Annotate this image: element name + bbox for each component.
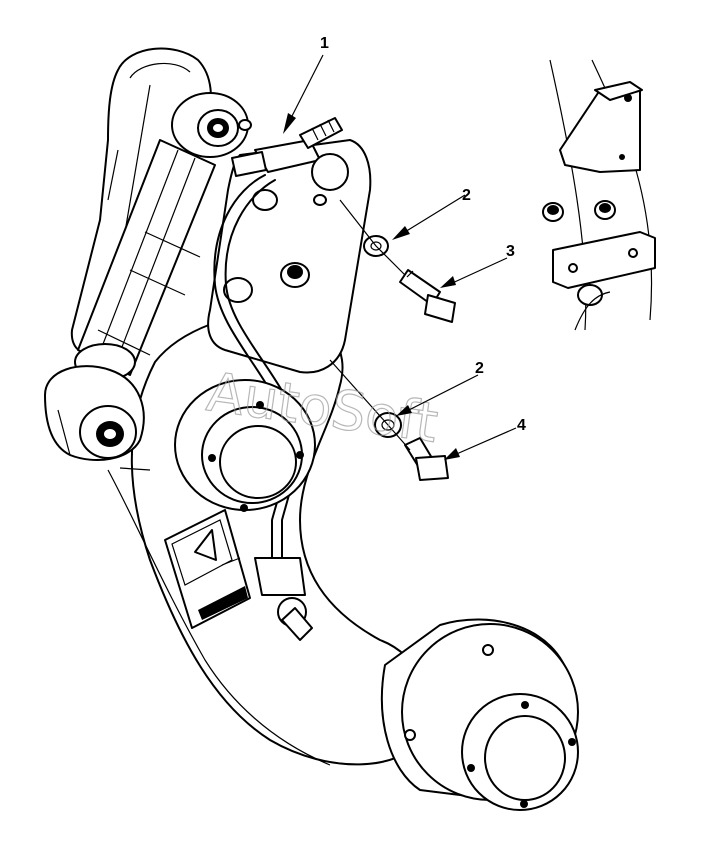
upper-pivot-eye	[171, 92, 252, 158]
callout-3: 3	[506, 243, 515, 260]
callout-2-lower: 2	[475, 360, 484, 377]
detail-inset	[542, 59, 656, 331]
lower-pivot-eye	[44, 365, 145, 461]
callout-leaders	[283, 54, 517, 460]
warning-decal	[164, 509, 251, 629]
callout-4: 4	[517, 417, 526, 434]
callout-1: 1	[320, 35, 329, 52]
upper-hub	[174, 379, 316, 512]
mounting-plate	[207, 139, 372, 374]
hydraulic-hose	[213, 174, 313, 641]
bolt-3	[399, 269, 456, 323]
assembly-lines	[329, 199, 411, 451]
lower-hub	[380, 618, 579, 811]
bolt-4	[404, 437, 449, 481]
callout-2-upper: 2	[462, 187, 471, 204]
hose-fitting	[231, 117, 349, 191]
